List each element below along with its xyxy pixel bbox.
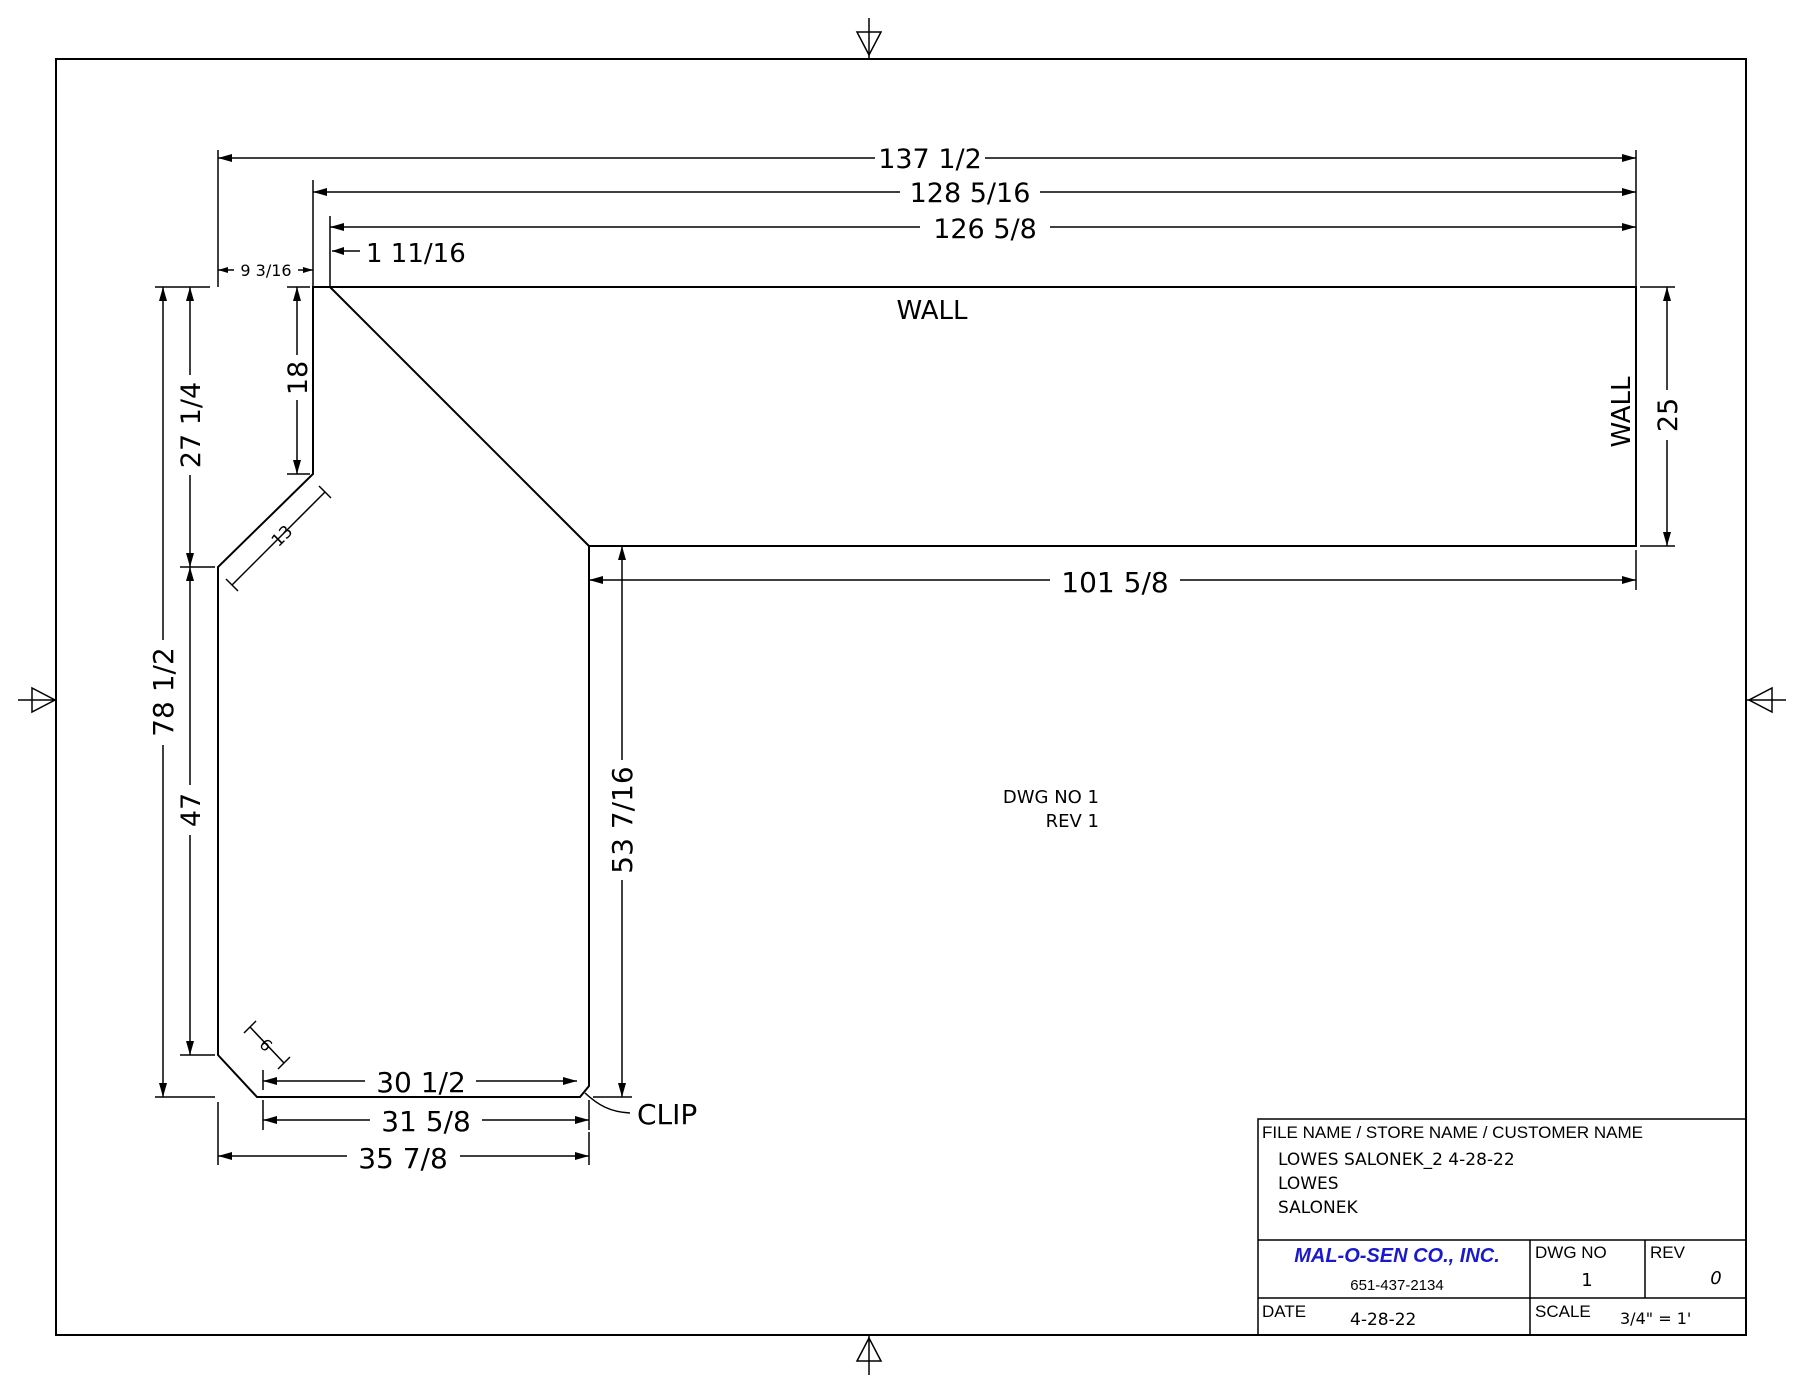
svg-text:101 5/8: 101 5/8: [1061, 566, 1168, 599]
tb-date-label: DATE: [1262, 1302, 1306, 1321]
rev-note: REV 1: [1046, 811, 1099, 832]
svg-text:13: 13: [268, 522, 297, 551]
svg-text:30 1/2: 30 1/2: [376, 1066, 466, 1099]
svg-text:126 5/8: 126 5/8: [933, 214, 1037, 245]
center-mark-left: [18, 686, 57, 714]
dim-18: 18: [283, 286, 314, 475]
tb-rev-label: REV: [1650, 1243, 1686, 1262]
svg-text:53 7/16: 53 7/16: [606, 766, 639, 873]
dim-30: 30 1/2: [262, 1066, 577, 1099]
svg-text:9 3/16: 9 3/16: [240, 261, 291, 280]
tb-dwg-no-value: 1: [1581, 1270, 1592, 1291]
dim-126: 126 5/8: [329, 214, 1636, 287]
tb-file-name: LOWES SALONEK_2 4-28-22: [1278, 1150, 1515, 1170]
svg-text:25: 25: [1653, 398, 1684, 432]
center-mark-top: [855, 18, 883, 59]
dim-6: 6: [243, 1020, 291, 1070]
svg-text:47: 47: [176, 793, 207, 827]
svg-text:CLIP: CLIP: [637, 1098, 697, 1131]
tb-scale-label: SCALE: [1535, 1302, 1591, 1321]
sheet-border: [55, 58, 1747, 1336]
svg-text:137 1/2: 137 1/2: [878, 144, 982, 175]
tb-rev-value: 0: [1710, 1268, 1721, 1289]
dim-53: 53 7/16: [593, 546, 639, 1098]
tb-customer-name: SALONEK: [1278, 1198, 1358, 1218]
dim-31: 31 5/8: [262, 1100, 590, 1138]
dim-35: 35 7/8: [217, 1102, 590, 1175]
tb-phone: 651-437-2134: [1350, 1277, 1443, 1294]
wall-label-top: WALL: [896, 296, 968, 326]
dim-128: 128 5/16: [312, 178, 1636, 287]
svg-text:31 5/8: 31 5/8: [381, 1105, 471, 1138]
dim-47: 47: [176, 567, 215, 1056]
dim-9-3-16: 9 3/16: [218, 261, 313, 280]
svg-text:27 1/4: 27 1/4: [176, 382, 207, 468]
dim-101: 101 5/8: [589, 550, 1637, 599]
svg-text:1 11/16: 1 11/16: [366, 239, 466, 269]
tb-scale-value: 3/4" = 1': [1620, 1309, 1691, 1328]
title-block: FILE NAME / STORE NAME / CUSTOMER NAME L…: [1257, 1118, 1747, 1336]
tb-company: MAL-O-SEN CO., INC.: [1294, 1245, 1500, 1267]
dwg-no-note: DWG NO 1: [1003, 787, 1099, 808]
center-mark-bottom: [855, 1335, 883, 1375]
dim-25: 25: [1640, 286, 1684, 547]
dim-1-11-16: 1 11/16: [332, 239, 466, 269]
dim-13: 13: [225, 485, 332, 592]
countertop-outline: [217, 286, 1637, 1098]
clip-callout: CLIP: [584, 1092, 697, 1131]
tb-store-name: LOWES: [1278, 1174, 1339, 1194]
tb-date-value: 4-28-22: [1350, 1310, 1416, 1330]
svg-text:78 1/2: 78 1/2: [147, 647, 180, 737]
svg-text:18: 18: [283, 361, 314, 395]
tb-dwg-no-label: DWG NO: [1535, 1243, 1607, 1262]
dim-27: 27 1/4: [176, 287, 215, 568]
dim-78: 78 1/2: [147, 286, 215, 1098]
inside-corner-line: [329, 286, 590, 547]
center-mark-right: [1746, 686, 1786, 714]
wall-label-right: WALL: [1607, 376, 1637, 448]
svg-text:128 5/16: 128 5/16: [910, 178, 1031, 209]
dim-137: 137 1/2: [217, 144, 1637, 287]
svg-text:35 7/8: 35 7/8: [358, 1142, 448, 1175]
tb-header: FILE NAME / STORE NAME / CUSTOMER NAME: [1262, 1123, 1643, 1142]
